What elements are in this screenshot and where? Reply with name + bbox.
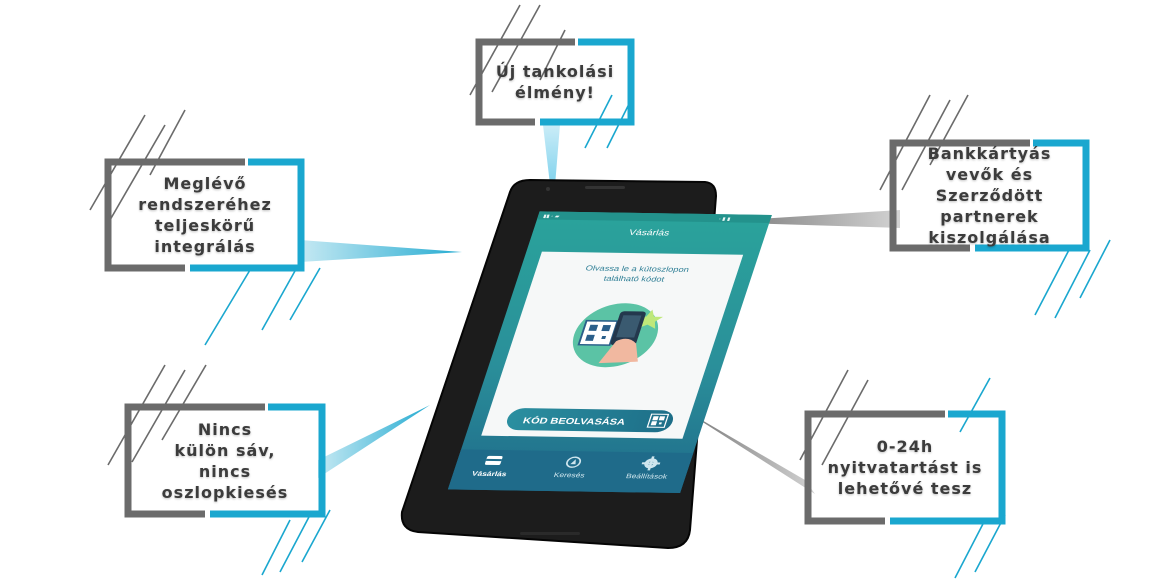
svg-text:▮▮ ◦ ▰: ▮▮ ◦ ▰: [542, 214, 560, 219]
callout-text-line: Nincs: [197, 419, 253, 439]
callout-text-line: kiszolgálása: [928, 228, 1051, 247]
callout-text-line: lehetővé tesz: [837, 479, 973, 498]
callout-text-line: élmény!: [515, 83, 595, 102]
callout-24h-opening: 0-24h nyitvatartást is lehetővé tesz: [812, 418, 998, 517]
instruction-line-2: található kódot: [603, 274, 667, 283]
qr-scan-illustration: [572, 303, 664, 368]
callout-text-line: rendszeréhez: [138, 195, 272, 214]
instruction-line-1: Olvassa le a kútoszlopon: [584, 264, 690, 274]
callout-new-fueling-experience: Új tankolási élmény!: [482, 46, 628, 118]
bottom-nav: [447, 449, 694, 494]
callout-no-separate-lane: Nincs külön sáv, nincs oszlopkiesés: [132, 411, 318, 510]
nav-item-settings[interactable]: Beállítások: [625, 456, 674, 480]
callout-text-line: Új tankolási: [495, 62, 615, 81]
callout-text-line: vevők és: [945, 165, 1034, 184]
nav-item-search[interactable]: Keresés: [553, 456, 591, 479]
callout-text-line: Bankkártyás: [927, 144, 1052, 163]
svg-text:◦ ▮ ▮: ◦ ▮ ▮: [718, 217, 731, 222]
callout-frame-right-bottom: [804, 410, 1006, 525]
qr-code-icon: [646, 413, 670, 428]
callout-text-line: teljeskörű: [154, 216, 256, 235]
callout-text-line: oszlopkiesés: [161, 482, 289, 502]
callout-text-line: partnerek: [940, 207, 1039, 226]
callout-frame-left-top: [104, 158, 305, 272]
callout-text-line: Szerződött: [935, 186, 1044, 205]
beam-left-top: [300, 240, 462, 262]
callout-frame-right-top: [889, 139, 1090, 252]
nav-label-purchase: Vásárlás: [471, 470, 508, 478]
callout-card-customers: Bankkártyás vevők és Szerződött partnere…: [897, 144, 1082, 247]
app-header-title: Vásárlás: [628, 227, 671, 237]
callout-frame-left-bottom: [124, 403, 326, 518]
callout-text-line: Meglévő: [163, 174, 247, 193]
callout-text-line: 0-24h: [876, 437, 934, 456]
nav-label-settings: Beállítások: [625, 472, 669, 480]
beam-left-bottom: [318, 405, 430, 478]
gear-icon: [641, 456, 661, 471]
nav-label-search: Keresés: [553, 471, 586, 479]
callout-system-integration: Meglévő rendszeréhez teljeskörű integrál…: [112, 166, 298, 264]
beam-top: [543, 125, 560, 210]
scan-code-button[interactable]: KÓD BEOLVASÁSA: [504, 408, 676, 433]
compass-icon: [566, 456, 582, 468]
callout-text-line: nincs: [198, 461, 252, 481]
callout-text-line: nyitvatartást is: [827, 458, 983, 477]
beam-right-bottom: [676, 405, 815, 494]
callout-text-line: külön sáv,: [174, 440, 276, 460]
callout-frame-top: [475, 38, 635, 126]
scan-code-button-label: KÓD BEOLVASÁSA: [521, 415, 626, 428]
callout-text-line: integrálás: [154, 237, 256, 256]
wallet-icon: [484, 455, 503, 466]
nav-item-purchase[interactable]: Vásárlás: [471, 455, 513, 478]
phone: ▮▮ ◦ ▰ ◦ ▮ ▮ Vásárlás Olvassa le a kútos…: [400, 178, 772, 550]
